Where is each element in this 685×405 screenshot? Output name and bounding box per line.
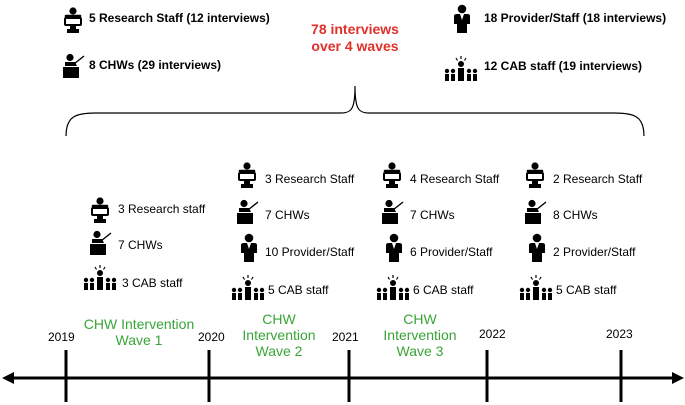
wave-3-group-provider: 6 Provider/Staff — [410, 245, 493, 259]
wave-4-group-cab: 5 CAB staff — [556, 283, 617, 297]
wave-2-group-provider: 10 Provider/Staff — [265, 245, 355, 259]
wave-3-label-line: CHW — [403, 311, 437, 327]
year-label: 2023 — [606, 327, 633, 341]
sign-holder-icon — [61, 7, 85, 35]
person-icon — [451, 4, 473, 34]
headline-line-1: 78 interviews — [311, 21, 399, 37]
timeline-arrow-left — [2, 372, 14, 384]
sign-holder-icon — [523, 162, 547, 190]
wave-2-group-cab: 5 CAB staff — [268, 283, 329, 297]
wave-3-label-line: Wave 3 — [396, 343, 444, 359]
total-cab-staff: 12 CAB staff (19 interviews) — [484, 59, 643, 73]
wave-1-label: CHW Intervention Wave 1 — [68, 316, 210, 348]
wave-4-group-research: 2 Research Staff — [553, 172, 643, 186]
wave-3-group-chws: 7 CHWs — [410, 208, 455, 222]
wave-3-label-line: Intervention — [383, 327, 457, 343]
person-icon — [238, 233, 260, 263]
wave-2-label: CHW Intervention Wave 2 — [219, 311, 339, 359]
wave-1-label-line: CHW Intervention — [83, 316, 195, 332]
wave-3-group-research: 4 Research Staff — [410, 172, 500, 186]
group-icon — [443, 56, 479, 82]
wave-2-label-line: Wave 2 — [255, 343, 303, 359]
wave-1-group-research: 3 Research staff — [118, 202, 206, 216]
timeline-arrow-right — [672, 372, 684, 384]
year-label: 2019 — [48, 330, 75, 344]
wave-3-label: CHW Intervention Wave 3 — [360, 311, 480, 359]
sign-holder-icon — [235, 162, 259, 190]
wave-1-group-chws: 7 CHWs — [118, 238, 163, 252]
wave-1-group-cab: 3 CAB staff — [122, 276, 183, 290]
wave-2-label-line: Intervention — [242, 327, 316, 343]
presenter-icon — [523, 199, 547, 225]
summary-bracket — [65, 85, 645, 137]
wave-3-group-cab: 6 CAB staff — [413, 283, 474, 297]
headline: 78 interviews over 4 waves — [296, 21, 414, 55]
headline-line-2: over 4 waves — [311, 38, 399, 54]
sign-holder-icon — [88, 197, 112, 225]
person-icon — [383, 233, 405, 263]
total-chws: 8 CHWs (29 interviews) — [89, 58, 222, 72]
group-icon — [518, 275, 554, 301]
wave-2-group-chws: 7 CHWs — [265, 208, 310, 222]
year-label: 2020 — [198, 330, 225, 344]
group-icon — [82, 265, 118, 291]
presenter-icon — [61, 53, 85, 79]
wave-1-label-line: Wave 1 — [115, 332, 163, 348]
wave-2-label-line: CHW — [262, 311, 296, 327]
sign-holder-icon — [380, 162, 404, 190]
group-icon — [375, 275, 411, 301]
total-provider-staff: 18 Provider/Staff (18 interviews) — [484, 11, 667, 25]
presenter-icon — [88, 230, 112, 256]
year-label: 2021 — [332, 330, 359, 344]
presenter-icon — [235, 199, 259, 225]
wave-2-group-research: 3 Research Staff — [265, 172, 355, 186]
group-icon — [230, 275, 266, 301]
wave-4-group-provider: 2 Provider/Staff — [553, 245, 636, 259]
total-research-staff: 5 Research Staff (12 interviews) — [89, 11, 270, 25]
year-label: 2022 — [479, 327, 506, 341]
wave-4-group-chws: 8 CHWs — [553, 208, 598, 222]
presenter-icon — [380, 199, 404, 225]
person-icon — [526, 233, 548, 263]
